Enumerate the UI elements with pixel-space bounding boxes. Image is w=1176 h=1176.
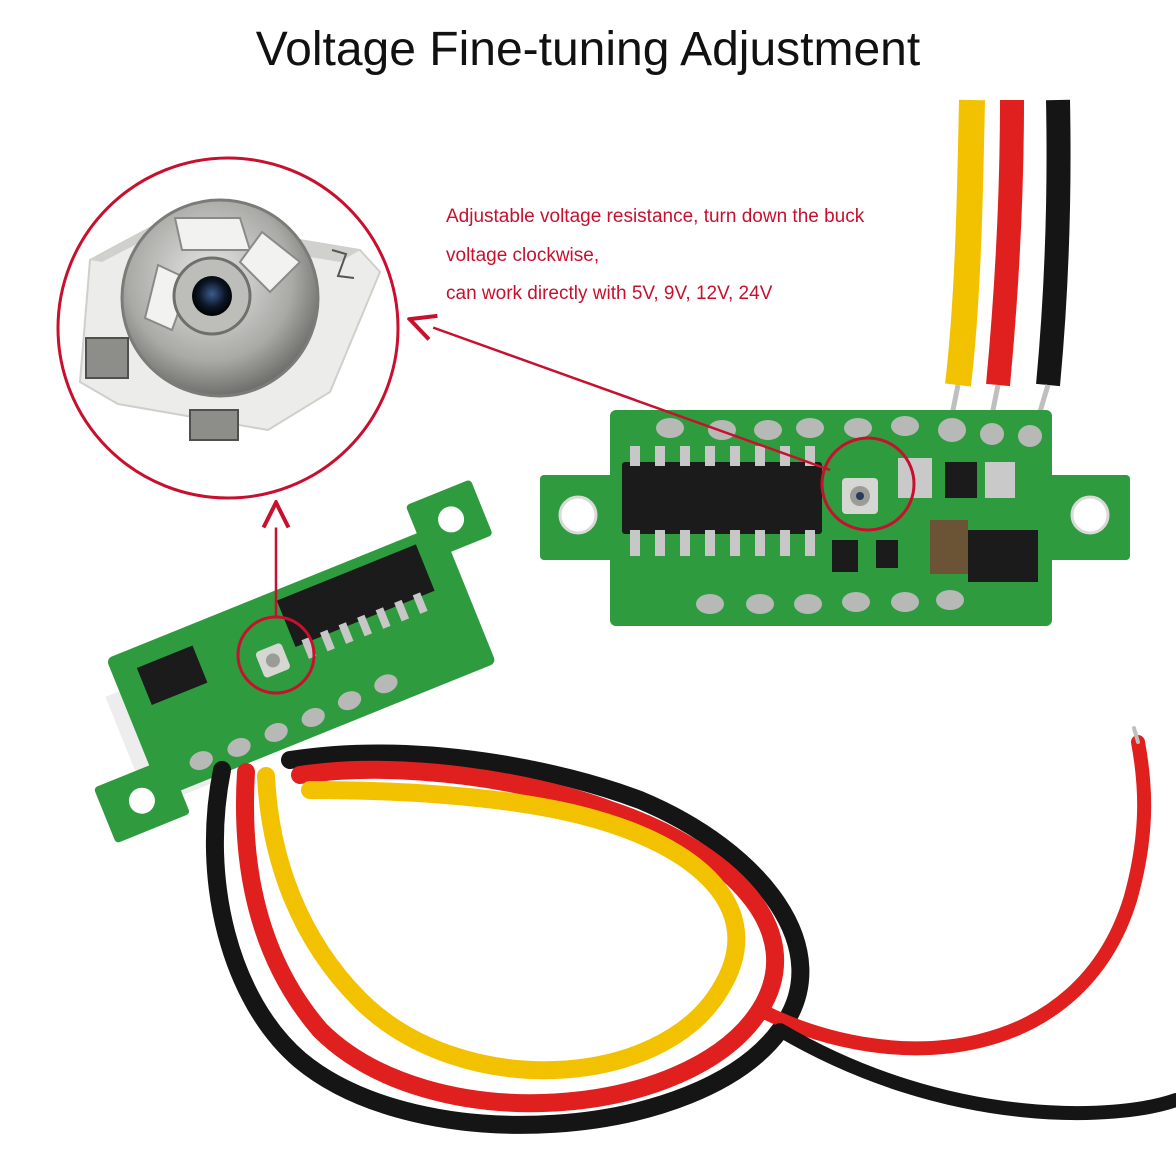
callout-line-1: Adjustable voltage resistance, turn down… bbox=[446, 206, 865, 227]
page-title: Voltage Fine-tuning Adjustment bbox=[255, 23, 921, 76]
callout-line-2: voltage clockwise, bbox=[446, 244, 600, 266]
adjustment-callout: Adjustable voltage resistance, turn down… bbox=[446, 198, 864, 314]
left-voltmeter-pcb-icon bbox=[94, 480, 495, 843]
right-voltmeter-pcb-icon bbox=[540, 410, 1130, 626]
callout-line-3: can work directly with 5V, 9V, 12V, 24V bbox=[446, 283, 773, 304]
callout-arrow-line bbox=[412, 320, 831, 472]
wire-loop-icon bbox=[205, 726, 1176, 1134]
upper-wire-bundle-icon bbox=[945, 99, 1071, 426]
potentiometer-closeup-icon bbox=[56, 156, 400, 500]
